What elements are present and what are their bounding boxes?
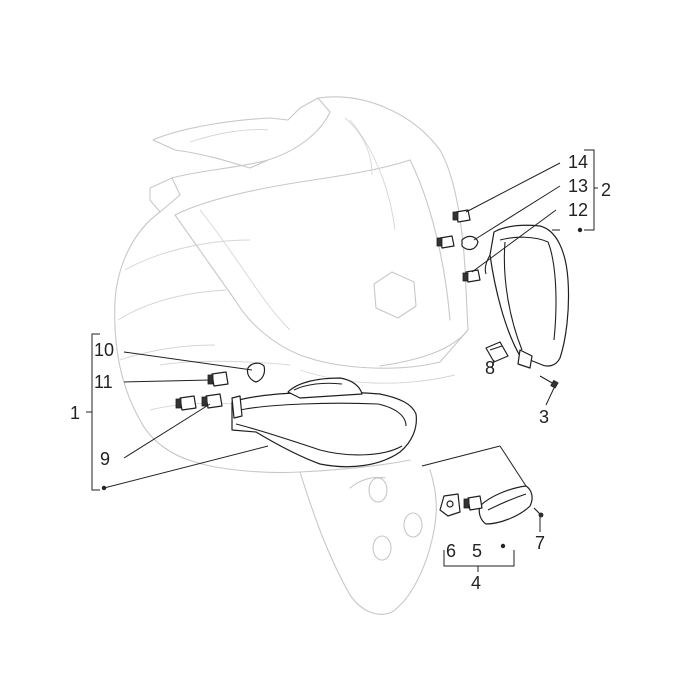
bulb-socket-left — [231, 395, 243, 419]
callout-11: 11 — [94, 372, 113, 392]
screw-part-3 — [539, 375, 559, 389]
callout-1: 1 — [70, 403, 80, 423]
callout-6: 6 — [446, 541, 456, 561]
leader-lines — [86, 149, 598, 572]
callout-labels: 14 13 12 2 10 11 1 9 8 3 6 5 7 4 — [70, 152, 611, 593]
callout-13: 13 — [568, 176, 588, 196]
callout-8: 8 — [485, 358, 495, 378]
tail-lens-assembly — [231, 377, 417, 468]
callout-9: 9 — [100, 449, 110, 469]
group-end-dots — [101, 227, 583, 549]
callout-2: 2 — [601, 180, 611, 200]
bulb-13 — [436, 235, 479, 251]
callout-3: 3 — [539, 407, 549, 427]
callout-10: 10 — [94, 340, 114, 360]
tail-light-assembly — [484, 224, 570, 369]
bulb-14 — [452, 209, 471, 223]
callout-4: 4 — [471, 573, 481, 593]
bulb-11 — [207, 371, 229, 387]
callout-5: 5 — [472, 541, 482, 561]
callout-12: 12 — [568, 200, 588, 220]
bulb-12-socket — [462, 269, 481, 283]
bulb-9b — [201, 393, 223, 409]
bulb-10 — [246, 362, 266, 383]
bracket-part-8 — [485, 341, 509, 363]
bulb-9a — [175, 395, 197, 411]
scooter-rear-body — [114, 96, 469, 615]
callout-7: 7 — [535, 533, 545, 553]
callout-14: 14 — [568, 152, 588, 172]
license-light-assembly — [439, 485, 544, 525]
